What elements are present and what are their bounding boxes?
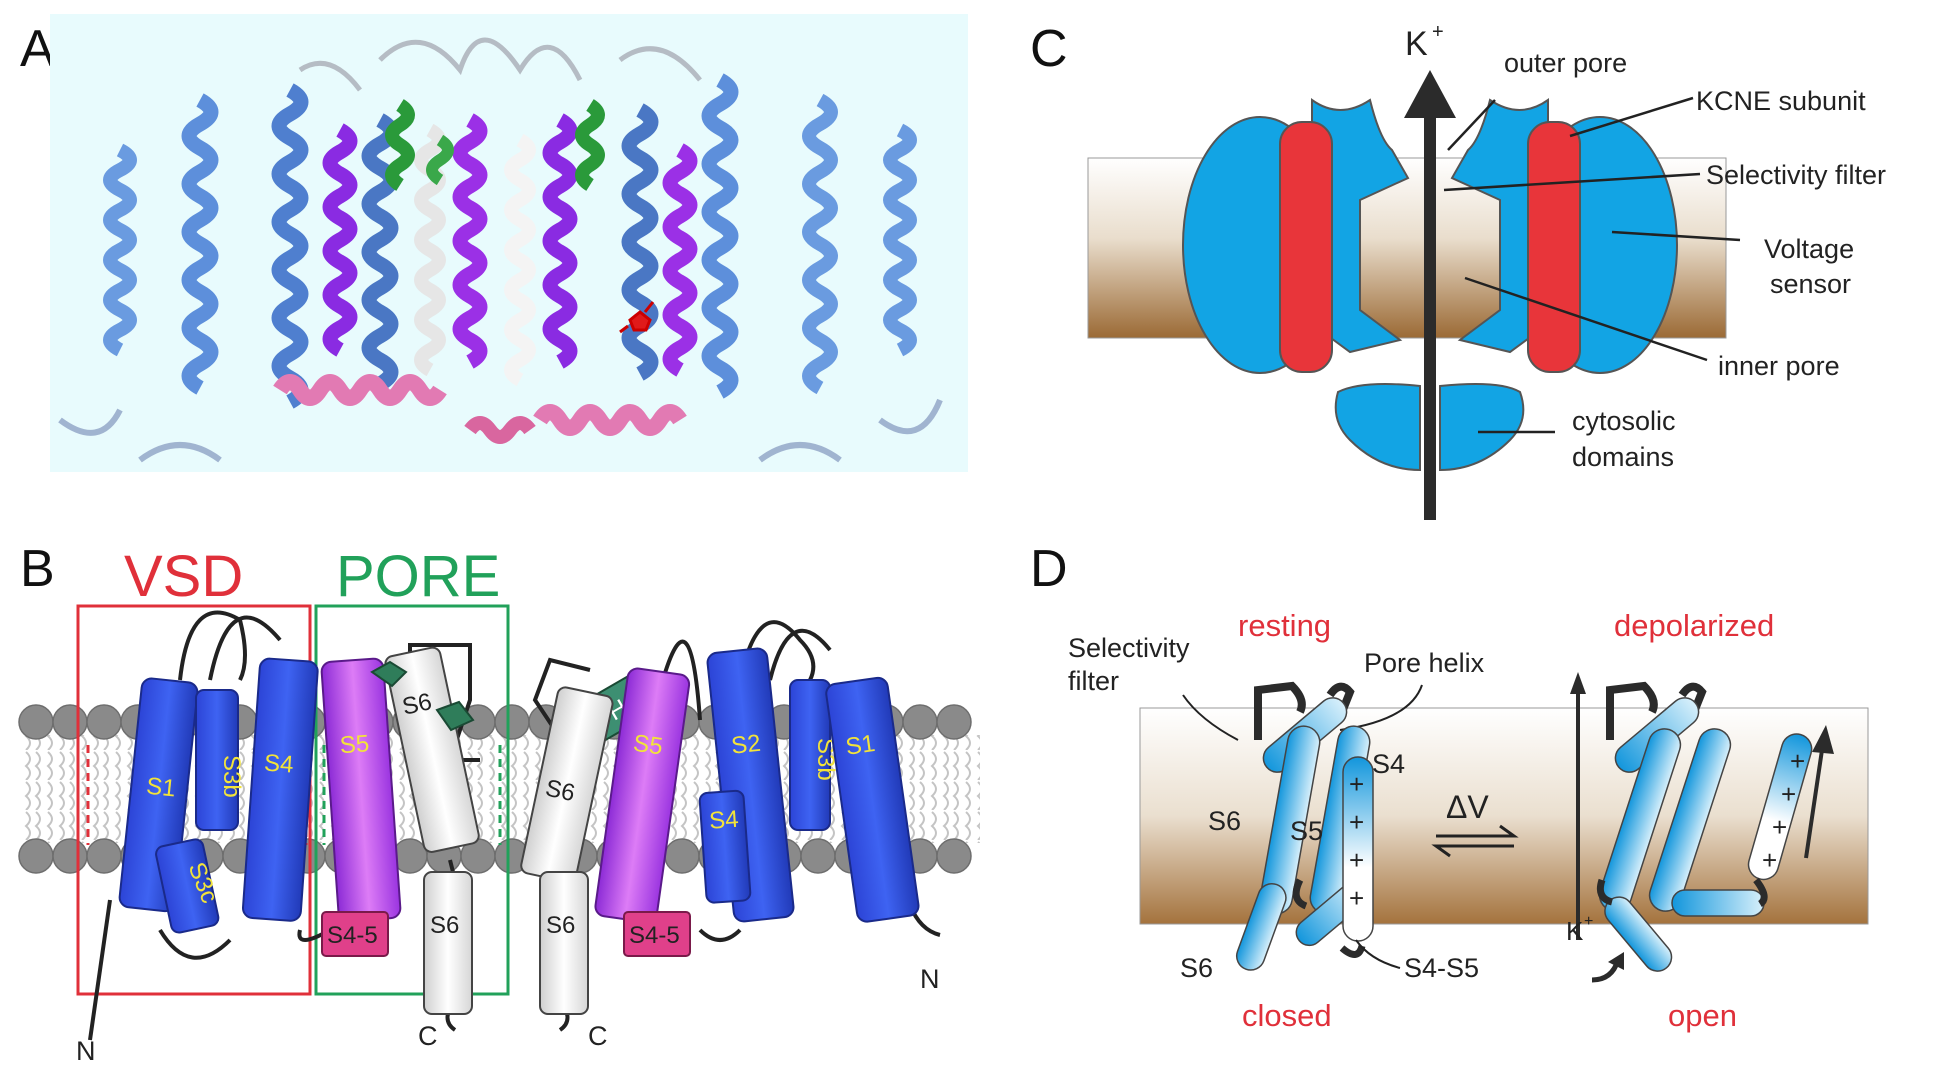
panel-c: C K + outer pore KCNE subunit Selectivit… (1030, 20, 1886, 520)
state-closed: closed (1242, 998, 1332, 1033)
linker-s4-5-right-label: S4-5 (629, 922, 680, 949)
label-s4: S4 (1372, 749, 1405, 779)
lipid-head (903, 705, 937, 739)
helix-s5-right-label: S5 (632, 730, 665, 761)
vsd-right-helices: S2 S3b S1 S4 (699, 648, 920, 923)
pore-title: PORE (336, 544, 500, 609)
label-voltage-sensor-1: Voltage (1764, 234, 1854, 264)
label-cytosolic-1: cytosolic (1572, 406, 1676, 436)
label-s6-lower: S6 (1180, 953, 1213, 983)
lipid-head (937, 839, 971, 873)
kcne-subunit-left (1280, 122, 1332, 372)
lipid-head (53, 839, 87, 873)
label-selectivity-1: Selectivity (1068, 633, 1190, 663)
lipid-head (87, 705, 121, 739)
label-pore-helix: Pore helix (1364, 648, 1485, 678)
helix-s4-left-label: S4 (263, 750, 294, 779)
helix-s4-right-label: S4 (708, 806, 739, 835)
helix-s2-right-label: S2 (730, 730, 762, 760)
lipid-head (665, 839, 699, 873)
label-s6-upper: S6 (1208, 806, 1241, 836)
c-terminus-left: C (418, 1021, 438, 1051)
potassium-label-d: K (1566, 916, 1584, 946)
potassium-charge-d: + (1584, 913, 1593, 930)
label-voltage-sensor-2: sensor (1770, 269, 1851, 299)
vsd-title: VSD (124, 544, 243, 609)
charge-open-2: + (1781, 779, 1796, 809)
charge-open-4: + (1762, 845, 1777, 875)
cytosolic-domain-right (1440, 384, 1523, 470)
panel-b: B VSD PORE (19, 540, 980, 1066)
s4-s5-linker-open (1672, 890, 1764, 916)
lipid-head (937, 705, 971, 739)
helix-s3b-left-label: S3b (218, 755, 245, 798)
helix-s5-left-label: S5 (339, 730, 370, 759)
kcne-subunit-right (1528, 122, 1580, 372)
helix-s4-left (242, 658, 318, 921)
panel-b-label: B (20, 540, 55, 598)
membrane-d (1140, 708, 1868, 924)
helix-s1-left-label: S1 (145, 773, 177, 803)
panel-c-label: C (1030, 20, 1068, 78)
label-selectivity-filter: Selectivity filter (1706, 160, 1886, 190)
lipid-head (53, 705, 87, 739)
lipid-head (19, 839, 53, 873)
helix-s6-lower-right-label: S6 (546, 912, 575, 939)
c-terminus-right: C (588, 1021, 608, 1051)
delta-v-label: ΔV (1446, 789, 1489, 825)
n-terminus-right: N (920, 964, 940, 994)
state-depolarized: depolarized (1614, 608, 1774, 643)
vsd-left-helices: S1 S3b S3c S4 (119, 658, 319, 934)
lipid-head (801, 839, 835, 873)
panel-a: A (20, 14, 968, 472)
label-outer-pore: outer pore (1504, 48, 1627, 78)
n-terminus-left: N (76, 1036, 96, 1066)
panel-d-label: D (1030, 540, 1068, 598)
label-selectivity-2: filter (1068, 666, 1119, 696)
label-s5: S5 (1290, 816, 1323, 846)
state-open: open (1668, 998, 1737, 1033)
helix-s1-right-label: S1 (844, 730, 877, 761)
charge-open-1: + (1790, 746, 1805, 776)
charge-open-3: + (1772, 812, 1787, 842)
panel-d: D resting depolarized closed open Select… (1030, 540, 1868, 1033)
label-inner-pore: inner pore (1718, 351, 1840, 381)
lipid-head (19, 705, 53, 739)
helix-s6-lower-right (540, 872, 588, 1014)
lipid-head (495, 705, 529, 739)
label-kcne-subunit: KCNE subunit (1696, 86, 1866, 116)
potassium-label: K (1405, 25, 1428, 63)
helix-s6-lower-left-label: S6 (430, 912, 459, 939)
state-resting: resting (1238, 608, 1331, 643)
charge-3: + (1349, 845, 1364, 875)
charge-1: + (1349, 769, 1364, 799)
helix-s5-left (321, 658, 401, 922)
linker-s4-5-left-label: S4-5 (327, 922, 378, 949)
potassium-charge: + (1432, 21, 1444, 43)
cytosolic-domain-left (1336, 384, 1420, 470)
label-s4-s5: S4-S5 (1404, 953, 1479, 983)
charge-2: + (1349, 807, 1364, 837)
charge-4: + (1349, 883, 1364, 913)
helix-s6-lower-left (424, 872, 472, 1014)
lipid-head (87, 839, 121, 873)
label-cytosolic-2: domains (1572, 442, 1674, 472)
panel-a-label: A (20, 20, 55, 78)
